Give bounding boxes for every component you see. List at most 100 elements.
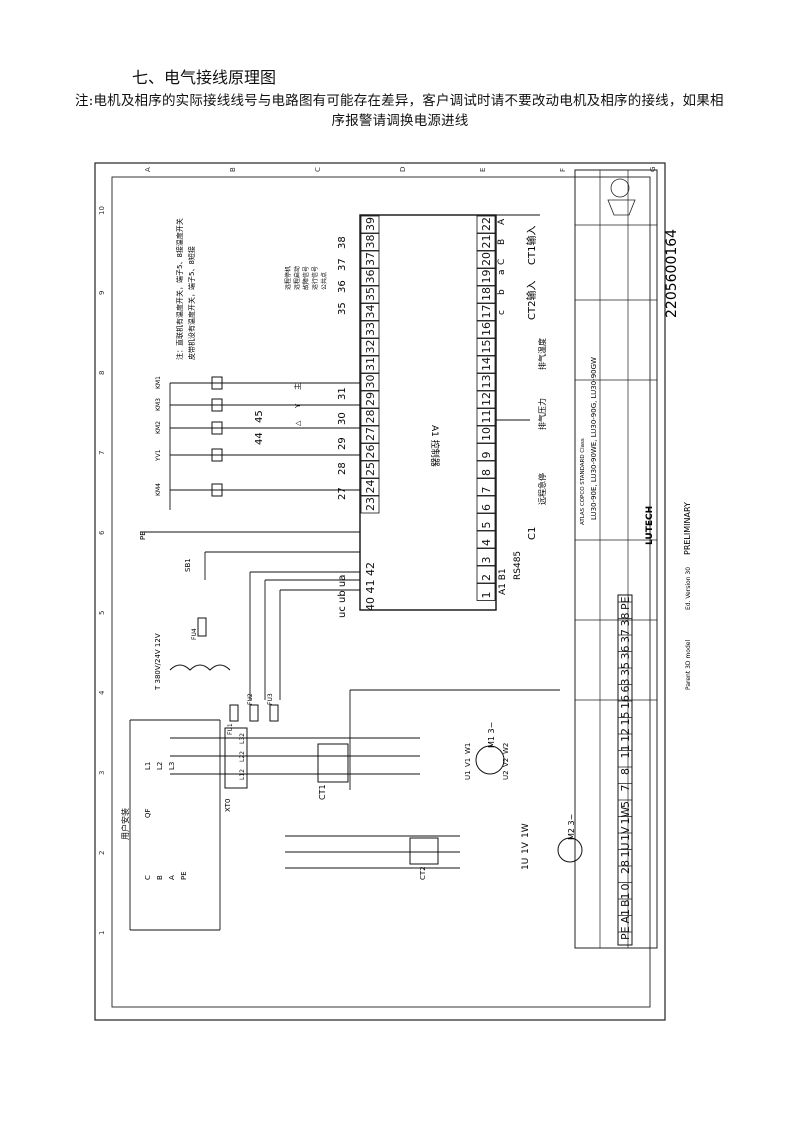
- signal-number: 37: [337, 258, 348, 271]
- terminal-cell: [360, 268, 380, 286]
- terminal-strip-label: PE: [619, 596, 632, 610]
- controller-terminal-label: 40: [364, 597, 377, 611]
- transformer-icon: [169, 664, 231, 671]
- line-label: L1: [144, 762, 152, 770]
- motor2-terminal-label: 1V: [521, 841, 531, 854]
- row-number: 9: [98, 291, 106, 295]
- motor-terminal-label: U2: [502, 770, 510, 780]
- terminal-cell: [360, 373, 380, 391]
- signal-description: 故障信号: [302, 266, 310, 290]
- phase-label: A: [168, 875, 176, 880]
- ct2-label: CT2: [419, 866, 427, 880]
- row-number: 1: [98, 931, 106, 935]
- controller-terminal-label: 15: [480, 340, 493, 354]
- motor-terminal-label: U1: [464, 770, 472, 780]
- controller-terminal-label: 16: [480, 322, 493, 336]
- row-number: 3: [98, 771, 106, 775]
- signal-description: 运行信号: [311, 266, 319, 290]
- controller-terminal-label: 4: [480, 539, 493, 546]
- signal-number: 31: [337, 387, 348, 400]
- signal-number: 38: [337, 236, 348, 249]
- signal-description: 远程启动: [293, 266, 301, 290]
- terminal-strip-label: 37: [619, 629, 632, 643]
- terminal-strip-label: 1V: [619, 826, 632, 841]
- fuse-label: FU3: [267, 693, 274, 705]
- terminal-strip-label: 11: [619, 745, 632, 759]
- controller-terminal-label: 12: [480, 392, 493, 406]
- terminal-cell: [476, 390, 496, 409]
- terminal-strip-label: 35: [619, 662, 632, 676]
- xt0-label: XT0: [224, 799, 232, 812]
- controller-terminal-label: 41: [364, 580, 377, 594]
- controller-terminal-label: 20: [480, 252, 493, 266]
- press-label: 排气压力: [537, 398, 547, 430]
- terminal-cell: [476, 425, 496, 444]
- motor-terminal-label: V2: [502, 758, 510, 767]
- controller-terminal-label: 1: [480, 592, 493, 599]
- signal-number: 35: [337, 302, 348, 315]
- controller-terminal-label: 11: [480, 410, 493, 424]
- terminal-strip-label: 36: [619, 646, 632, 660]
- controller-terminal-label: 36: [364, 270, 377, 284]
- fuse-fu3: [269, 704, 279, 722]
- ct1-input-label: CT1输入: [525, 226, 538, 265]
- signal-number: 28: [337, 462, 348, 475]
- title-block: [574, 169, 658, 949]
- relay-note: △: [294, 420, 302, 426]
- terminal-cell: [476, 215, 496, 234]
- ct-phase-label: A: [497, 218, 507, 225]
- relay-coil: [211, 483, 223, 497]
- controller-terminal-label: 34: [364, 305, 377, 319]
- terminal-strip-label: 5: [619, 801, 632, 808]
- row-number: 7: [98, 451, 106, 455]
- controller-terminal-label: 10: [480, 427, 493, 441]
- controller-terminal-label: 7: [480, 487, 493, 494]
- ct-phase-label: B: [497, 239, 507, 245]
- fuse-label: FU1: [227, 723, 234, 735]
- terminal-strip-label: B1: [619, 892, 632, 907]
- phase-label: B: [156, 875, 164, 880]
- model-line: LU30-90E, LU30-90WE, LU30-90G, LU30-90GW: [590, 357, 598, 520]
- line-sub-label: L22: [239, 751, 246, 762]
- terminal-strip-label: A1: [619, 909, 632, 924]
- relay-label: KM1: [155, 376, 162, 389]
- terminal-strip-label: 28: [619, 860, 632, 874]
- terminal-cell: [476, 495, 496, 514]
- controller-terminal-label: 3: [480, 557, 493, 564]
- terminal-cell: [360, 285, 380, 304]
- controller-terminal-label: 24: [364, 480, 377, 494]
- column-letter: C: [314, 167, 322, 172]
- terminal-cell: [360, 338, 380, 356]
- motor-m2-icon: [557, 837, 583, 863]
- controller-terminal-label: 2: [480, 574, 493, 581]
- pe-label: PE: [139, 531, 147, 540]
- terminal-cell: [360, 425, 380, 444]
- controller-terminal-label: 37: [364, 252, 377, 266]
- terminal-cell: [476, 320, 496, 339]
- ct1-block: [317, 743, 349, 783]
- controller-terminal-label: 9: [480, 452, 493, 459]
- signal-number: 29: [337, 437, 348, 450]
- terminal-cell: [360, 233, 380, 251]
- ct1-label: CT1: [318, 784, 327, 800]
- controller-terminal-label: 31: [364, 357, 377, 371]
- row-number: 10: [98, 206, 106, 215]
- fuse-label: FU4: [191, 628, 198, 640]
- terminal-cell: [360, 320, 380, 339]
- column-letter: G: [649, 167, 657, 172]
- terminal-cell: [360, 443, 380, 461]
- relay-coils: [211, 376, 223, 497]
- projection-symbol-icon: [610, 178, 630, 198]
- phase-label: C: [144, 875, 152, 880]
- terminal-strip-label: 12: [619, 728, 632, 742]
- motor-terminal-label: V1: [464, 758, 472, 767]
- terminal-strip-label: 7: [619, 785, 632, 792]
- relay-note: 主: [293, 383, 302, 390]
- fuse-fu1: [229, 704, 239, 722]
- ct2-input-label: CT2输入: [525, 281, 538, 320]
- motor-terminal-label: W2: [502, 743, 510, 754]
- terminal-cell: [476, 373, 496, 391]
